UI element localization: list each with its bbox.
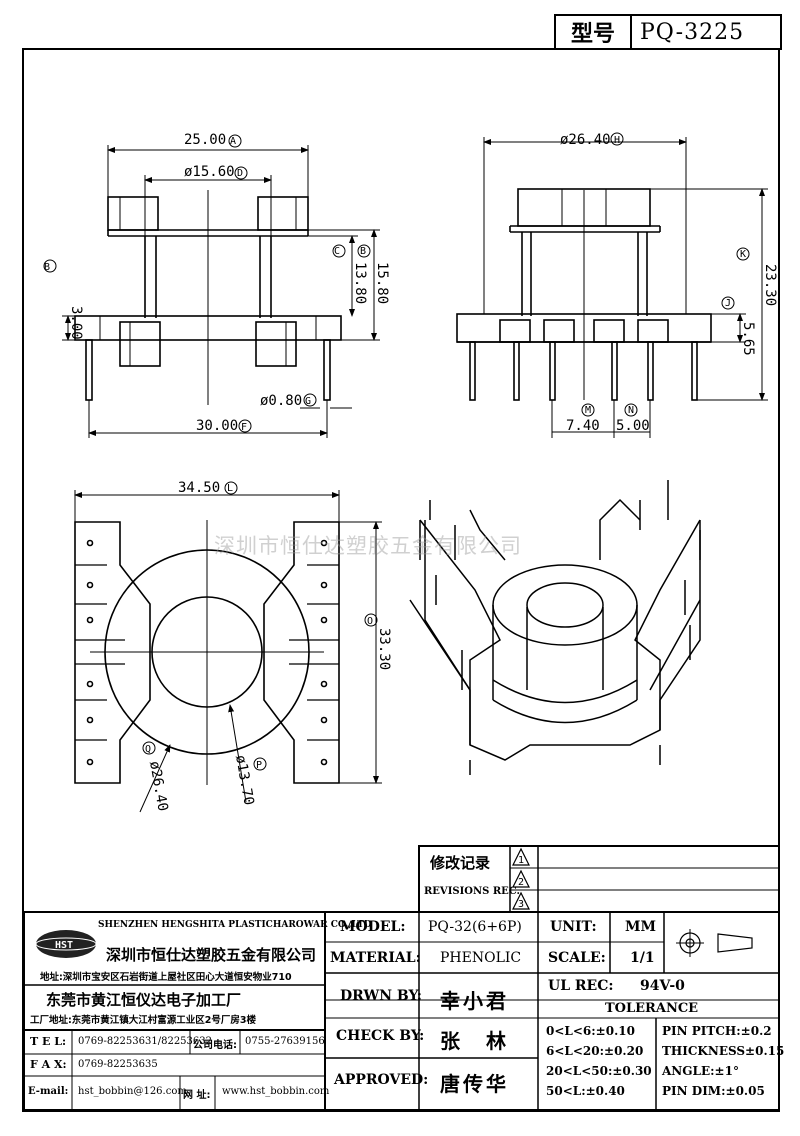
- web-value: www.hst_bobbin.com: [222, 1086, 330, 1097]
- model-field-value: PQ-32(6+6P): [428, 919, 522, 935]
- title-block-grid: [23, 845, 780, 1111]
- web-label: 网 址:: [183, 1090, 211, 1101]
- dim-side-1: ø26.40: [560, 132, 611, 148]
- model-label: 型号: [556, 16, 632, 48]
- dim-front-2: ø15.60: [184, 164, 235, 180]
- model-header: 型号 PQ-3225: [554, 14, 782, 50]
- tolerance-3: 20<L<50:±0.30: [546, 1064, 652, 1078]
- tolerance-4: 50<L:±0.40: [546, 1084, 625, 1098]
- company-name-en: SHENZHEN HENGSHITA PLASTICHAROWAR CO.,LT…: [98, 920, 372, 930]
- tolerance-label: TOLERANCE: [605, 1001, 699, 1016]
- office-label: 公司电话:: [193, 1040, 237, 1051]
- dim-front-3-code: B: [44, 262, 50, 273]
- dim-side-4-code: M: [585, 405, 591, 416]
- rev-mark-2: 2: [518, 877, 524, 888]
- revisions-title-en: REVISIONS REC.: [424, 886, 521, 897]
- dim-side-2: 23.30: [762, 264, 778, 306]
- dim-bottom-3: ø26.40: [146, 760, 171, 813]
- dim-side-3: 5.65: [740, 322, 756, 356]
- email-value: hst_bobbin@126.com: [78, 1086, 187, 1097]
- dim-front-4-code: C: [334, 246, 340, 257]
- drawn-by-label: DRWN BY:: [340, 988, 422, 1004]
- front-dim-text: 25.00 A ø15.60 D 30.00 F ø0.80 G 3.00 B …: [44, 132, 390, 434]
- ulrec-label: UL REC:: [548, 978, 614, 994]
- scale-value: 1/1: [630, 950, 655, 966]
- dim-front-7: 30.00: [196, 418, 238, 434]
- tolerance-1: 0<L<6:±0.10: [546, 1024, 635, 1038]
- bottom-dims: [74, 490, 382, 813]
- tolerance-2: 6<L<20:±0.20: [546, 1044, 644, 1058]
- dim-side-5-code: N: [628, 405, 634, 416]
- factory-name: 东莞市黄江恒仪达电子加工厂: [46, 991, 242, 1009]
- rev-mark-1: 1: [518, 855, 524, 866]
- dim-bottom-3-code: Q: [145, 744, 151, 755]
- fax-label: F A X:: [30, 1058, 67, 1071]
- thickness-tol: THICKNESS±0.15: [662, 1044, 785, 1058]
- approved-label: APPROVED:: [334, 1072, 429, 1088]
- dim-bottom-4-code: P: [256, 760, 262, 771]
- dim-front-6-code: G: [305, 396, 311, 407]
- dim-front-5: 15.80: [374, 262, 390, 304]
- front-dims: [62, 145, 380, 438]
- scale-label: SCALE:: [548, 950, 606, 966]
- dim-side-5: 5.00: [616, 418, 650, 434]
- email-label: E-mail:: [28, 1086, 69, 1097]
- side-dim-text: ø26.40 H 23.30 K 5.65 J 7.40 M 5.00 N: [560, 132, 778, 434]
- office-value: 0755-27639156: [245, 1036, 325, 1047]
- tel-label: T E L:: [30, 1035, 67, 1048]
- approved-value: 唐传华: [440, 1072, 509, 1096]
- check-by-value: 张 林: [440, 1029, 509, 1053]
- unit-label: UNIT:: [550, 919, 597, 935]
- dim-front-1: 25.00: [184, 132, 226, 148]
- dim-bottom-1: 34.50: [178, 480, 220, 496]
- dim-front-1-code: A: [230, 136, 236, 147]
- company-name-cn: 深圳市恒仕达塑胶五金有限公司: [106, 946, 317, 964]
- model-field-label: MODEL:: [340, 919, 406, 935]
- dim-bottom-1-code: L: [227, 483, 233, 494]
- dim-front-4: 13.80: [352, 262, 368, 304]
- unit-value: MM: [625, 919, 656, 935]
- dim-front-5-code: B: [360, 246, 366, 257]
- angle-tol: ANGLE:±1°: [662, 1064, 739, 1078]
- front-view: [74, 190, 342, 405]
- dim-side-4: 7.40: [566, 418, 600, 434]
- material-value: PHENOLIC: [440, 950, 522, 966]
- watermark: 深圳市恒仕达塑胶五金有限公司: [214, 534, 522, 558]
- dim-side-1-code: H: [614, 135, 620, 146]
- dim-front-7-code: F: [241, 422, 247, 433]
- rev-mark-3: 3: [518, 899, 524, 910]
- bottom-view: [74, 520, 340, 785]
- ulrec-value: 94V-0: [640, 978, 685, 994]
- side-view: [456, 188, 712, 401]
- side-dims: [483, 137, 768, 438]
- dim-bottom-2-code: O: [367, 616, 373, 627]
- drawn-by-value: 幸小君: [440, 989, 509, 1013]
- dim-front-2-code: D: [237, 168, 243, 179]
- revisions-title-cn: 修改记录: [430, 854, 491, 872]
- dim-side-3-code: J: [725, 298, 731, 309]
- factory-address: 工厂地址:东莞市黄江镇大江村富源工业区2号厂房3楼: [30, 1015, 257, 1026]
- pin-pitch-tol: PIN PITCH:±0.2: [662, 1024, 772, 1038]
- dim-side-2-code: K: [740, 249, 746, 260]
- isometric-view: [409, 480, 701, 775]
- model-value: PQ-3225: [640, 19, 745, 45]
- check-by-label: CHECK BY:: [336, 1028, 425, 1044]
- company-logo-text: HST: [55, 940, 73, 951]
- material-label: MATERIAL:: [330, 950, 421, 966]
- dim-front-3: 3.00: [68, 306, 84, 340]
- dim-bottom-4: ø13.70: [232, 754, 257, 807]
- company-address: 地址:深圳市宝安区石岩街道上屋社区田心大道恒安物业710: [40, 972, 292, 983]
- dim-bottom-2: 33.30: [376, 628, 392, 670]
- fax-value: 0769-82253635: [78, 1059, 158, 1070]
- pin-dim-tol: PIN DIM:±0.05: [662, 1084, 765, 1098]
- tel-value: 0769-82253631/82253632: [78, 1036, 212, 1047]
- dim-front-6: ø0.80: [260, 393, 302, 409]
